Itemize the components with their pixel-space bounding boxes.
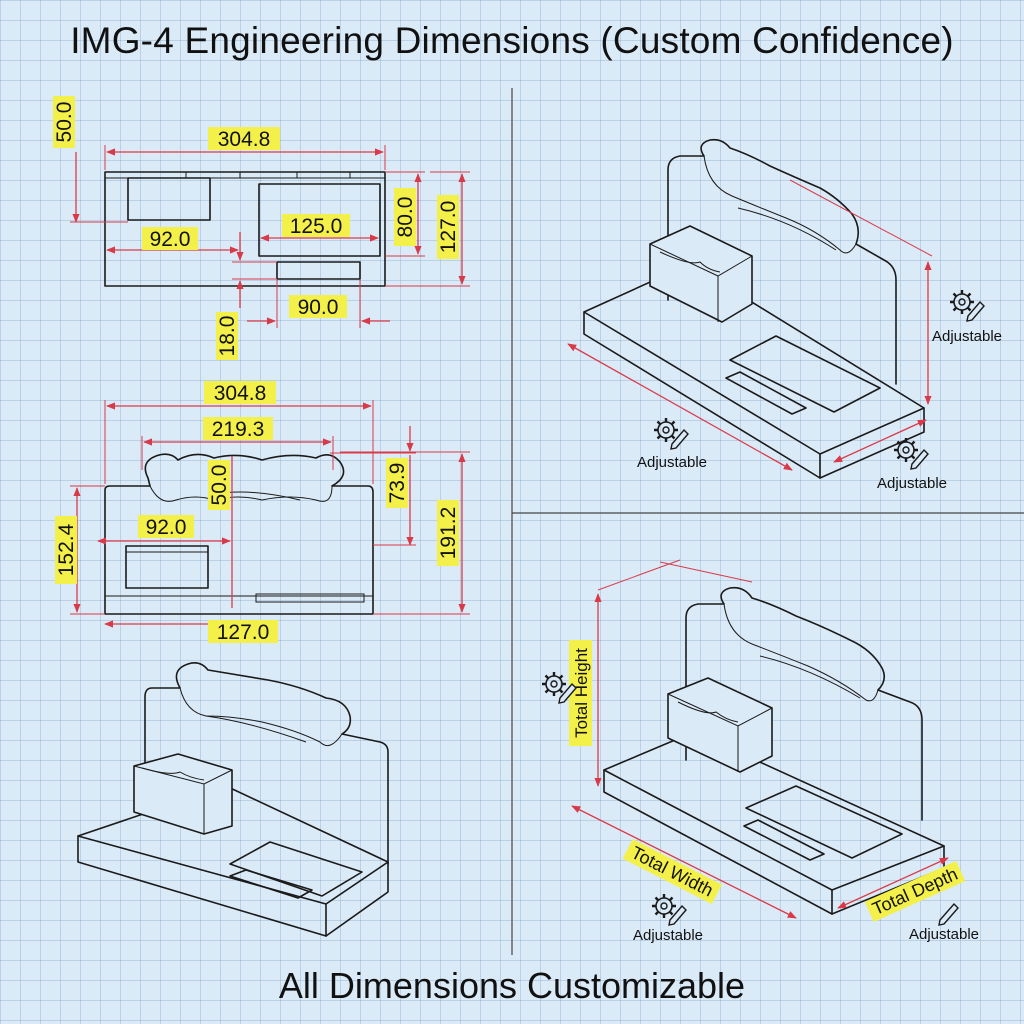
front-dim-total-height: 191.2	[437, 507, 460, 560]
top-view-small-slot	[276, 261, 361, 280]
front-dim-tray-offset: 127.0	[217, 621, 270, 644]
top-dim-slot-width: 125.0	[290, 215, 343, 238]
iso2-width-adjustable: Adjustable	[633, 927, 703, 944]
top-dim-slot-depth: 80.0	[394, 197, 417, 238]
gear-pencil-icon[interactable]	[650, 892, 688, 927]
page-title: IMG-4 Engineering Dimensions (Custom Con…	[70, 20, 954, 61]
front-dim-head-width: 219.3	[212, 418, 265, 441]
iso1-height-adjustable: Adjustable	[932, 328, 1002, 345]
top-view-slot	[258, 183, 381, 257]
top-dim-small-slot-depth: 18.0	[216, 316, 239, 357]
iso2-total-height: Total Height	[572, 648, 591, 738]
top-dim-total-depth: 127.0	[437, 201, 460, 254]
iso1-width-adjustable: Adjustable	[637, 454, 707, 471]
iso2-depth-adjustable: Adjustable	[909, 926, 979, 943]
top-dim-overall-width: 304.8	[218, 128, 271, 151]
gear-pencil-icon[interactable]	[892, 436, 930, 471]
front-view: 304.8 219.3 50.0 73.9 92.0 152.4 19	[55, 381, 470, 644]
gear-pencil-icon[interactable]	[948, 288, 986, 323]
gear-pencil-icon[interactable]	[652, 416, 690, 451]
front-dim-head-center: 50.0	[208, 465, 231, 506]
top-view-tray	[127, 177, 211, 221]
page-footer: All Dimensions Customizable	[278, 965, 746, 1006]
iso-view-plain	[77, 662, 389, 937]
top-dim-left-offset: 50.0	[53, 102, 76, 143]
iso1-depth-adjustable: Adjustable	[877, 475, 947, 492]
top-view: 304.8 50.0 92.0 125.0 80.0 127.0 90.0	[53, 96, 470, 360]
front-dim-tray-width: 92.0	[146, 516, 187, 539]
top-view-outline	[104, 171, 386, 287]
front-dim-back-height: 152.4	[55, 523, 78, 576]
front-dim-overall-width: 304.8	[214, 382, 267, 405]
iso-view-totals: Total Height Total Width Adjustable Tota…	[540, 559, 979, 944]
top-dim-small-slot: 90.0	[298, 296, 339, 319]
pencil-icon[interactable]	[938, 903, 959, 926]
front-dim-head-height: 73.9	[386, 463, 409, 504]
front-view-tray	[125, 545, 209, 589]
iso2-total-depth: Total Depth	[869, 864, 960, 919]
top-dim-tray-width: 92.0	[150, 228, 191, 251]
front-view-outline	[104, 453, 374, 615]
iso-view-adjustable: Adjustable Adjustable Adjustable	[567, 138, 1002, 492]
